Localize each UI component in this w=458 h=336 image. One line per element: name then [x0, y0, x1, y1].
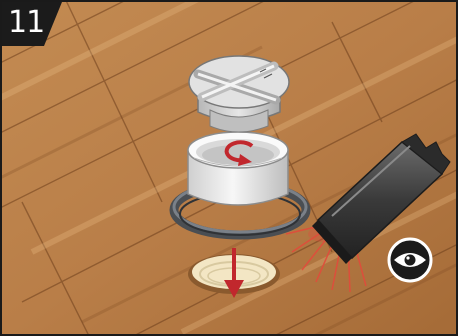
- step-number: 11: [8, 4, 44, 42]
- assembly-illustration: [2, 2, 456, 334]
- eye-icon: [389, 239, 431, 281]
